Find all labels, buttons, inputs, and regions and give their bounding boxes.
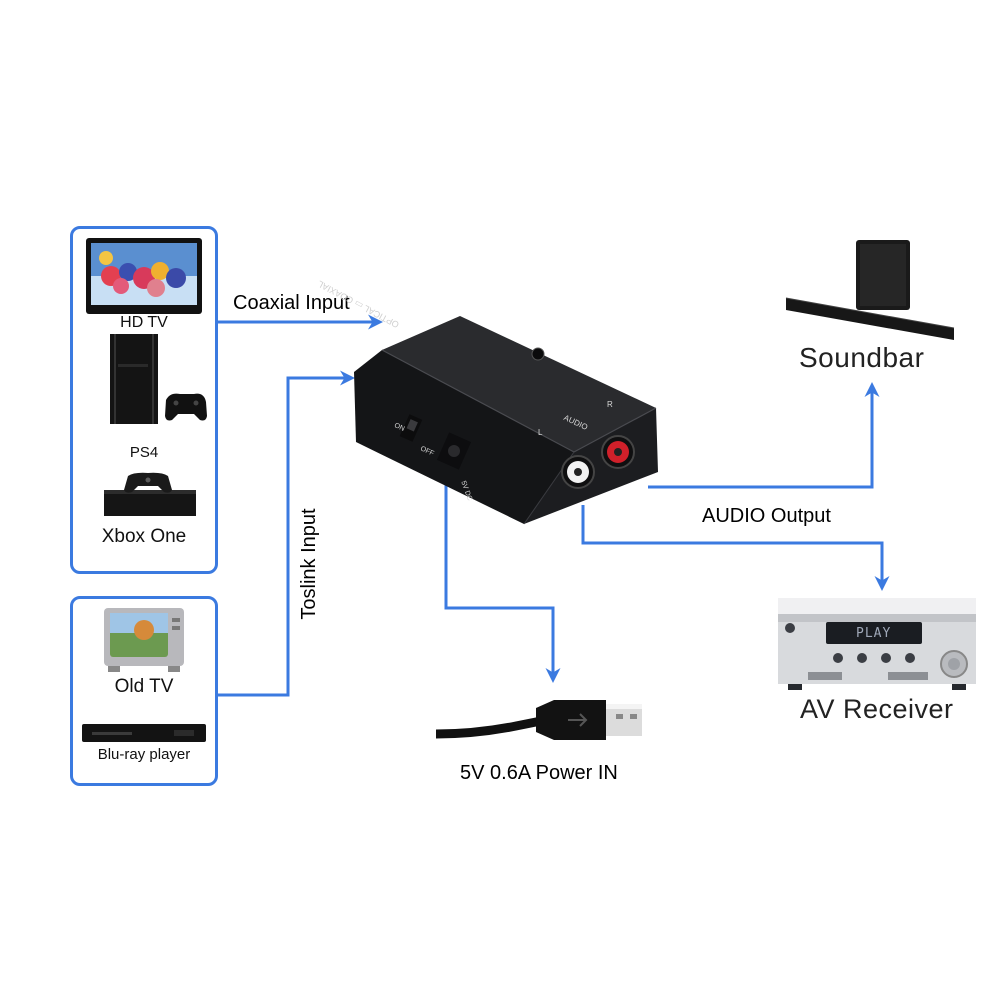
- ps4-label: PS4: [129, 444, 159, 461]
- converter-device: [354, 316, 658, 525]
- toslink-input-line: [218, 370, 355, 697]
- hd-tv-label: HD TV: [120, 314, 168, 331]
- old-tv-label: Old TV: [114, 676, 174, 697]
- audio-output-label: AUDIO Output: [702, 505, 831, 527]
- power-line: [444, 484, 561, 683]
- av-receiver-icon: [778, 598, 976, 690]
- blu-ray-player-icon: [82, 724, 206, 742]
- toslink-input-label: Toslink Input: [298, 508, 320, 620]
- ps4-icon: [110, 334, 207, 424]
- xbox-one-label: Xbox One: [101, 526, 187, 547]
- coaxial-input-label: Coaxial Input: [233, 292, 350, 314]
- hd-tv-icon: [86, 238, 202, 314]
- usb-cable-icon: [436, 700, 642, 740]
- old-tv-icon: [104, 608, 184, 672]
- converter-left-channel-label: L: [538, 428, 543, 437]
- xbox-one-icon: [104, 472, 196, 516]
- blu-ray-player-label: Blu-ray player: [97, 746, 191, 763]
- av-receiver-label: AV Receiver: [800, 694, 954, 724]
- receiver-output-line: [581, 505, 890, 591]
- power-in-label: 5V 0.6A Power IN: [460, 762, 618, 784]
- converter-right-channel-label: R: [607, 400, 613, 409]
- soundbar-icon: [785, 240, 955, 340]
- soundbar-label: Soundbar: [799, 342, 925, 373]
- toslink-sources-box: [70, 596, 218, 786]
- soundbar-output-line: [648, 382, 880, 489]
- receiver-display-text: PLAY: [856, 626, 892, 641]
